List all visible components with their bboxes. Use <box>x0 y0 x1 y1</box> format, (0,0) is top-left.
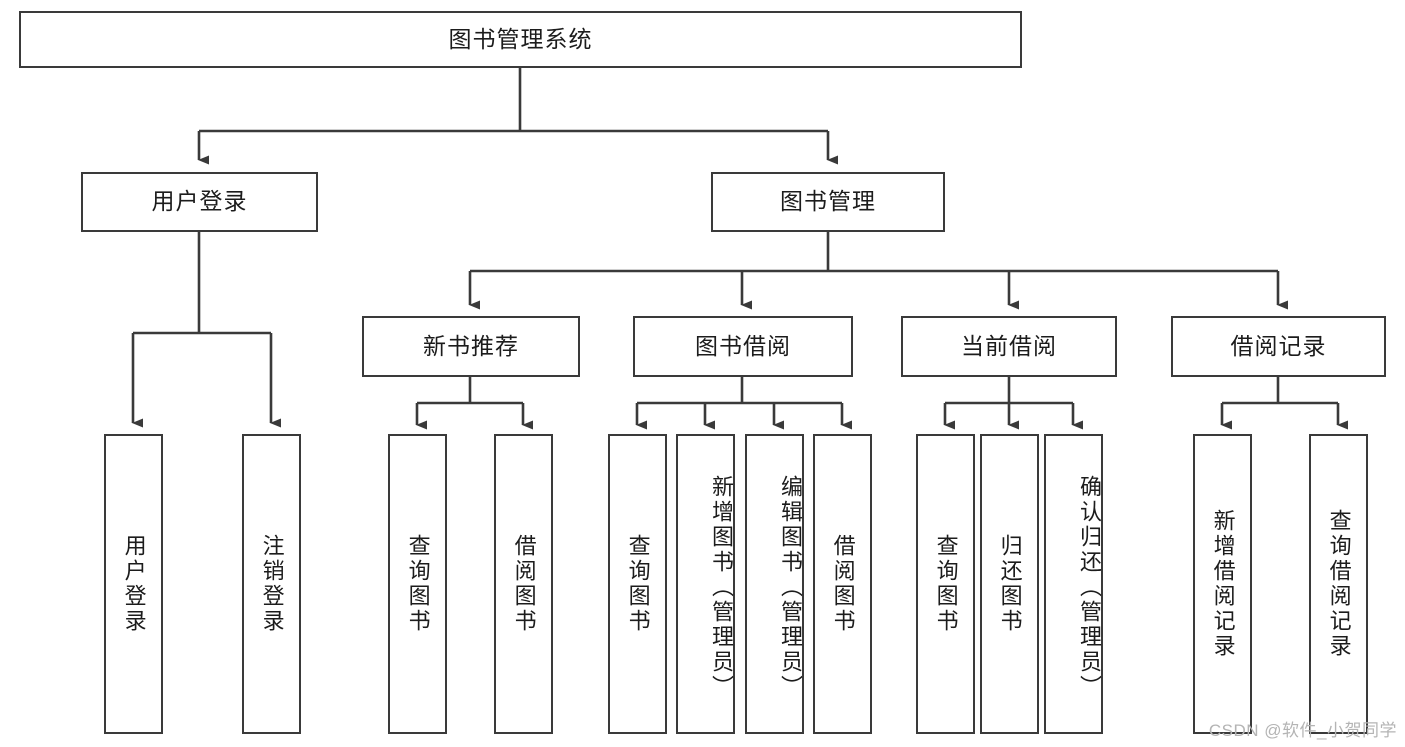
node-label: 图书借阅 <box>695 332 791 359</box>
node-book-management[interactable]: 图书管理 <box>711 172 945 232</box>
node-label: 编辑图书（管理员） <box>778 474 803 700</box>
node-label: 新增图书（管理员） <box>709 474 734 700</box>
node-label: 注销登录 <box>259 534 285 634</box>
node-label: 查询借阅记录 <box>1326 509 1352 659</box>
node-label: 归还图书 <box>997 534 1023 634</box>
leaf-book-borrow-borrow[interactable]: 借阅图书 <box>813 434 872 734</box>
node-label: 新增借阅记录 <box>1210 509 1236 659</box>
node-label: 当前借阅 <box>961 332 1057 359</box>
leaf-book-borrow-query[interactable]: 查询图书 <box>608 434 667 734</box>
leaf-current-borrow-return[interactable]: 归还图书 <box>980 434 1039 734</box>
leaf-current-borrow-confirm-return[interactable]: 确认归还（管理员） <box>1044 434 1103 734</box>
node-book-borrow[interactable]: 图书借阅 <box>633 316 853 377</box>
node-new-book-recommend[interactable]: 新书推荐 <box>362 316 580 377</box>
node-label: 查询图书 <box>625 534 651 634</box>
leaf-user-login[interactable]: 用户登录 <box>104 434 163 734</box>
node-label: 查询图书 <box>933 534 959 634</box>
node-user-login[interactable]: 用户登录 <box>81 172 318 232</box>
node-current-borrow[interactable]: 当前借阅 <box>901 316 1117 377</box>
node-label: 用户登录 <box>121 534 147 634</box>
node-label: 借阅图书 <box>511 534 537 634</box>
node-label: 确认归还（管理员） <box>1077 474 1102 700</box>
node-label: 借阅图书 <box>830 534 856 634</box>
leaf-new-book-query[interactable]: 查询图书 <box>388 434 447 734</box>
leaf-new-book-borrow[interactable]: 借阅图书 <box>494 434 553 734</box>
node-label: 新书推荐 <box>423 332 519 359</box>
leaf-book-borrow-add[interactable]: 新增图书（管理员） <box>676 434 735 734</box>
node-label: 查询图书 <box>405 534 431 634</box>
leaf-current-borrow-query[interactable]: 查询图书 <box>916 434 975 734</box>
node-label: 借阅记录 <box>1230 332 1327 359</box>
node-label: 图书管理系统 <box>448 25 593 52</box>
node-root-book-management-system[interactable]: 图书管理系统 <box>19 11 1022 68</box>
node-label: 用户登录 <box>151 188 248 215</box>
csdn-watermark: CSDN @软件_小贺同学 <box>1208 721 1397 740</box>
leaf-borrow-record-add[interactable]: 新增借阅记录 <box>1193 434 1252 734</box>
leaf-book-borrow-edit[interactable]: 编辑图书（管理员） <box>745 434 804 734</box>
leaf-user-logout[interactable]: 注销登录 <box>242 434 301 734</box>
node-borrow-record[interactable]: 借阅记录 <box>1171 316 1386 377</box>
node-label: 图书管理 <box>780 188 876 215</box>
leaf-borrow-record-query[interactable]: 查询借阅记录 <box>1309 434 1368 734</box>
